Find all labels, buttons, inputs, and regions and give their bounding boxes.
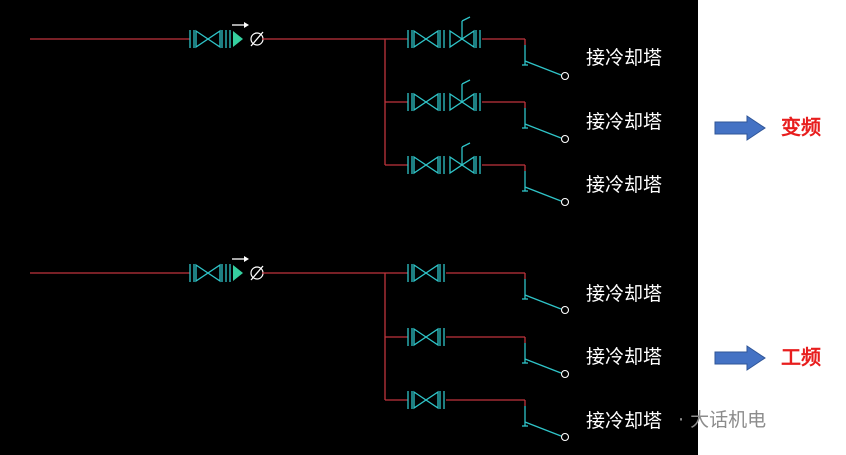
drain-valve-icon — [522, 343, 570, 379]
outlet-label-1-1: 接冷却塔 — [586, 47, 663, 69]
drain-valve-icon — [522, 406, 570, 442]
outlet-label-1-3: 接冷却塔 — [586, 174, 663, 196]
gate-valve-icon — [407, 92, 445, 112]
flow-meter-icon — [229, 256, 264, 282]
variable-frequency-label: 变频 — [781, 115, 821, 139]
right-arrow-icon — [714, 345, 766, 371]
outlet-label-2-3: 接冷却塔 — [586, 410, 663, 432]
outlet-label-2-1: 接冷却塔 — [586, 283, 663, 305]
outlet-label-2-2: 接冷却塔 — [586, 346, 663, 368]
motorized-valve-icon — [449, 16, 481, 49]
drain-valve-icon — [522, 279, 570, 315]
outlet-label-1-2: 接冷却塔 — [586, 111, 663, 133]
flow-meter-icon — [229, 22, 264, 48]
watermark: · 大话机电 — [678, 409, 767, 431]
gate-valve-icon — [407, 29, 445, 49]
motorized-valve-icon — [449, 79, 481, 112]
gate-valve-icon — [407, 263, 445, 283]
motorized-valve-icon — [449, 142, 481, 175]
drain-valve-icon — [522, 108, 570, 144]
right-arrow-icon — [714, 115, 766, 141]
piping-schematic — [30, 16, 570, 442]
gate-valve-icon — [407, 155, 445, 175]
drain-valve-icon — [522, 45, 570, 81]
cooling-tower-piping-diagram: 接冷却塔 接冷却塔 接冷却塔 接冷却塔 接冷却塔 接冷却塔 — [0, 0, 698, 455]
drain-valve-icon — [522, 171, 570, 207]
gate-valve-icon — [189, 263, 227, 283]
power-frequency-label: 工频 — [781, 345, 821, 369]
gate-valve-icon — [189, 29, 227, 49]
gate-valve-icon — [407, 390, 445, 410]
gate-valve-icon — [407, 327, 445, 347]
